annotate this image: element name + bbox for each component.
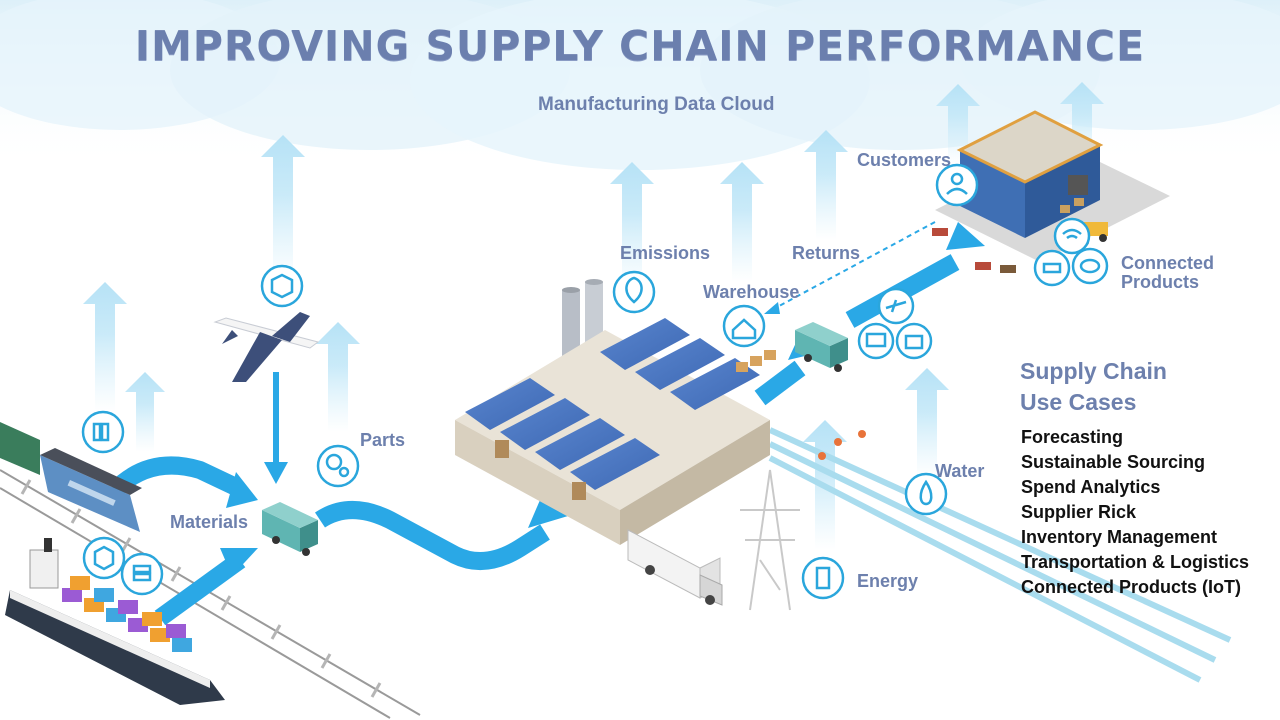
customer-icon xyxy=(935,163,979,207)
materials-label: Materials xyxy=(170,512,249,532)
airplane xyxy=(213,312,320,382)
use-cases-list: Forecasting Sustainable Sourcing Spend A… xyxy=(1021,425,1249,600)
water-drop-icon xyxy=(904,472,948,516)
upload-arrow xyxy=(905,368,949,478)
use-cases-heading: Supply Chain Use Cases xyxy=(1020,356,1167,418)
warehouse-label: Warehouse xyxy=(703,282,800,302)
upload-arrow xyxy=(804,130,848,240)
container-ship xyxy=(5,538,225,705)
box-icon xyxy=(260,264,304,308)
upload-arrow xyxy=(83,282,127,412)
cloud-label: Manufacturing Data Cloud xyxy=(538,94,775,115)
parts-icon xyxy=(316,444,360,488)
materials-icon xyxy=(81,410,125,454)
energy-label: Energy xyxy=(857,571,919,591)
upload-arrow xyxy=(125,372,165,452)
ship-flow-arrow xyxy=(154,552,246,626)
factory-flow-arrow xyxy=(315,501,550,571)
warehouse-flow-arrow xyxy=(754,360,806,406)
parked-cars xyxy=(932,228,1016,273)
returns-label: Returns xyxy=(792,243,861,263)
list-item: Spend Analytics xyxy=(1021,477,1161,497)
customer-warehouse xyxy=(932,110,1170,273)
returns-dashed-line xyxy=(767,221,936,313)
connected-cloud-icon xyxy=(1071,247,1109,285)
list-item: Connected Products (IoT) xyxy=(1021,577,1241,597)
train-icon xyxy=(857,322,895,360)
emissions-label: Emissions xyxy=(620,243,711,263)
use-cases-heading-line1: Supply Chain xyxy=(1020,358,1167,384)
connected-car-icon xyxy=(1033,249,1071,287)
connected-label-line1: Connected xyxy=(1121,253,1215,273)
icon-circles xyxy=(81,163,1109,600)
use-cases-heading-line2: Use Cases xyxy=(1020,389,1137,415)
train xyxy=(0,422,142,532)
parts-label: Parts xyxy=(360,430,406,450)
factory xyxy=(455,279,770,545)
water-pipes xyxy=(768,427,1232,683)
upload-arrow xyxy=(720,162,764,282)
containers-icon-box xyxy=(82,536,126,580)
emissions-leaf-icon xyxy=(612,270,656,314)
data-cloud xyxy=(0,0,1280,170)
container-icon xyxy=(895,322,933,360)
energy-battery-icon xyxy=(801,556,845,600)
list-item: Forecasting xyxy=(1021,427,1124,447)
water-label: Water xyxy=(935,461,985,481)
wifi-icon xyxy=(1053,217,1091,255)
customers-label: Customers xyxy=(857,150,952,170)
warehouse-van xyxy=(795,322,848,372)
power-tower xyxy=(740,469,800,611)
upload-arrow xyxy=(936,84,980,164)
warehouse-icon xyxy=(722,304,766,348)
airplane-icon xyxy=(877,287,915,325)
list-item: Supplier Rick xyxy=(1021,502,1137,522)
semi-truck xyxy=(627,529,723,606)
connected-label-line2: Products xyxy=(1121,272,1200,292)
parcels xyxy=(736,350,776,372)
upload-arrow xyxy=(316,322,360,432)
upload-arrow xyxy=(1060,82,1104,162)
containers-icon xyxy=(120,552,164,596)
upload-arrow xyxy=(610,162,654,292)
list-item: Sustainable Sourcing xyxy=(1021,452,1206,472)
materials-van xyxy=(262,502,318,556)
list-item: Inventory Management xyxy=(1021,527,1218,547)
upload-arrows xyxy=(83,82,1104,550)
page-title: IMPROVING SUPPLY CHAIN PERFORMANCE xyxy=(134,22,1146,70)
list-item: Transportation & Logistics xyxy=(1021,552,1250,572)
upload-arrow xyxy=(261,135,305,285)
